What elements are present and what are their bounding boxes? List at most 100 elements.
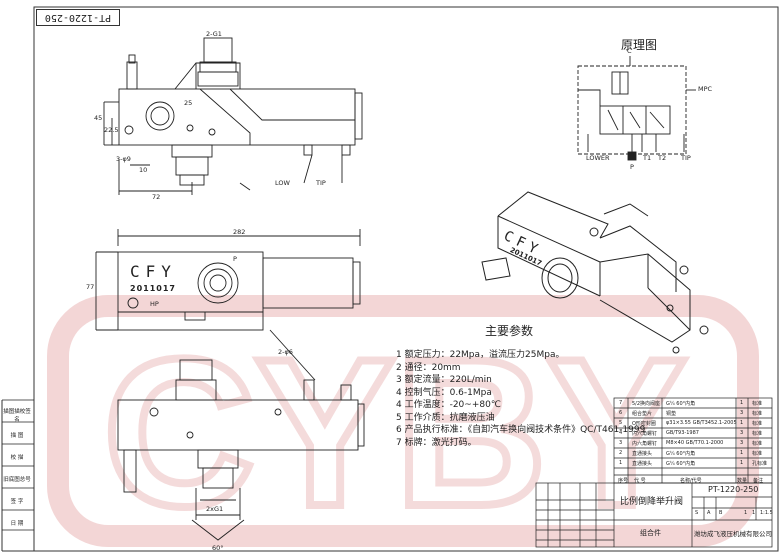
front-port-p: P: [233, 255, 237, 263]
param-item: 6 产品执行标准：《自卸汽车换向阀技术条件》QC/T461-1999: [396, 425, 646, 435]
schematic-label-c: C: [627, 47, 632, 55]
left-col-label: 日 期: [10, 521, 24, 527]
bom-header-cell: 名称/代号: [680, 478, 702, 484]
schematic-label-t1: T1: [643, 154, 652, 162]
schematic-label-t2: T2: [658, 154, 667, 162]
bom-cell: 5/2换向阀座: [632, 401, 661, 407]
bom-cell: 1: [740, 420, 744, 426]
part-name: 比例倒降举升阀: [620, 497, 684, 507]
bottom-view: [117, 329, 365, 541]
bom-cell: 1: [740, 450, 744, 456]
bom-header-cell: 数量: [737, 478, 748, 484]
port-tip: TIP: [316, 179, 326, 187]
drawing-number: PT-1220-250: [708, 485, 759, 494]
param-item: 5 工作介质：抗磨液压油: [396, 412, 495, 423]
bom-cell: 7: [619, 400, 623, 406]
bom-cell: 1: [619, 460, 623, 466]
dim-holes: 3-φ9: [116, 155, 131, 163]
bom-cell: 内六角螺钉: [632, 441, 658, 447]
dim-72: 72: [152, 193, 161, 201]
left-column-lines: [2, 399, 34, 531]
bom-cell: 1: [740, 460, 744, 466]
assembly-label: 组合件: [640, 529, 661, 537]
params-title: 主要参数: [485, 324, 534, 338]
scale-letter: B: [719, 510, 723, 516]
bom-cell: 直通接头: [632, 451, 653, 457]
bom-cell: 铜垫: [666, 411, 677, 417]
isometric-view: [481, 191, 709, 354]
dim-282: 282: [233, 228, 246, 236]
sheet-border: [33, 6, 779, 552]
bom-cell: 2: [619, 450, 623, 456]
bom-cell: 3: [740, 440, 744, 446]
dim-45: 45: [94, 114, 103, 122]
left-col-label: 描 图: [10, 433, 24, 439]
left-col-label: 描图描校签名: [3, 409, 31, 423]
port-low: LOW: [275, 179, 290, 187]
params-list: 1 额定压力：22Mpa，溢流压力25Mpa。 2 通径：20mm 3 额定流量…: [396, 349, 645, 449]
bom-cell: 标准: [752, 441, 763, 447]
dim-22-5: 22.5: [104, 126, 119, 134]
bom-cell: G¼ 60°内角: [666, 401, 696, 407]
front-brand: CFY: [130, 262, 177, 281]
bom-cell: 组合垫片: [632, 411, 653, 417]
title-block-lines: [535, 397, 773, 548]
bottom-thread-label: 2xG1: [206, 505, 224, 513]
bom-cell: 6: [619, 410, 623, 416]
bom-cell: 1: [740, 400, 744, 406]
bom-cell: G¼ 60°内角: [666, 461, 696, 467]
bom-cell: 孔标准: [752, 461, 768, 467]
bom-cell: 标准: [752, 431, 763, 437]
param-item: 4 控制气压：0.6-1Mpa: [396, 387, 492, 398]
sheet-scale: 1:1.5: [760, 510, 773, 516]
dim-77: 77: [86, 283, 95, 291]
schematic-label-lower: LOWER: [586, 154, 610, 162]
bom-cell: 3: [740, 410, 744, 416]
bom-cell: O形密封圈: [632, 421, 656, 427]
left-col-label: 校 描: [10, 455, 24, 461]
scale-letter: A: [707, 510, 711, 516]
bom-cell: 直通接头: [632, 461, 653, 467]
sheet-value: 1: [744, 510, 748, 516]
hydraulic-schematic: [577, 56, 696, 161]
bom-cell: 3: [740, 430, 744, 436]
front-view: [95, 229, 361, 331]
bottom-angle: 60°: [212, 544, 224, 552]
company-name: 潍坊成飞液压机械有限公司: [694, 530, 772, 538]
bom-cell: 5: [619, 420, 623, 426]
schematic-label-p: P: [630, 163, 634, 171]
bom-cell: 标准: [752, 411, 763, 417]
bom-cell: 内六角螺钉: [632, 431, 658, 437]
front-port-hp: HP: [150, 300, 159, 308]
bom-cell: 标准: [752, 401, 763, 407]
param-item: 3 额定流量：220L/min: [396, 375, 492, 385]
bom-cell: φ31×3.55 GB/T3452.1-2005: [666, 420, 737, 426]
bom-cell: G¼ 60°内角: [666, 451, 696, 457]
bom-cell: 标准: [752, 421, 763, 427]
sheet-value: 1: [752, 510, 756, 516]
drawing-number-stamp: PT-1220-250: [36, 9, 120, 26]
top-view: [103, 37, 363, 195]
watermark-text: CYBY: [103, 315, 686, 550]
bom-cell: 3: [619, 440, 623, 446]
left-col-label: 签 字: [10, 499, 24, 505]
param-item: 7 标牌：激光打码。: [396, 437, 477, 448]
schematic-label-tip: TIP: [681, 154, 691, 162]
dim-10: 10: [139, 166, 148, 174]
schematic-title: 原理图: [621, 38, 658, 52]
bom-cell: M8×40 GB/T70.1-2000: [666, 440, 724, 446]
param-item: 4 工作温度：-20~+80℃: [396, 400, 501, 410]
front-serial: 2011017: [130, 284, 176, 293]
bom-header-cell: 备注: [753, 478, 764, 484]
param-item: 2 通径：20mm: [396, 362, 461, 373]
bom-cell: 标准: [752, 451, 763, 457]
bom-header-cell: 代 号: [634, 478, 646, 484]
scale-letter: S: [695, 510, 699, 516]
bom-cell: GB/T93-1987: [666, 430, 699, 436]
bom-header-cell: 序号: [618, 478, 629, 484]
schematic-label-mpc: MPC: [698, 85, 713, 93]
bom-cell: 4: [619, 430, 623, 436]
param-item: 1 额定压力：22Mpa，溢流压力25Mpa。: [396, 350, 565, 360]
top-port-label: 2-G1: [206, 30, 222, 38]
